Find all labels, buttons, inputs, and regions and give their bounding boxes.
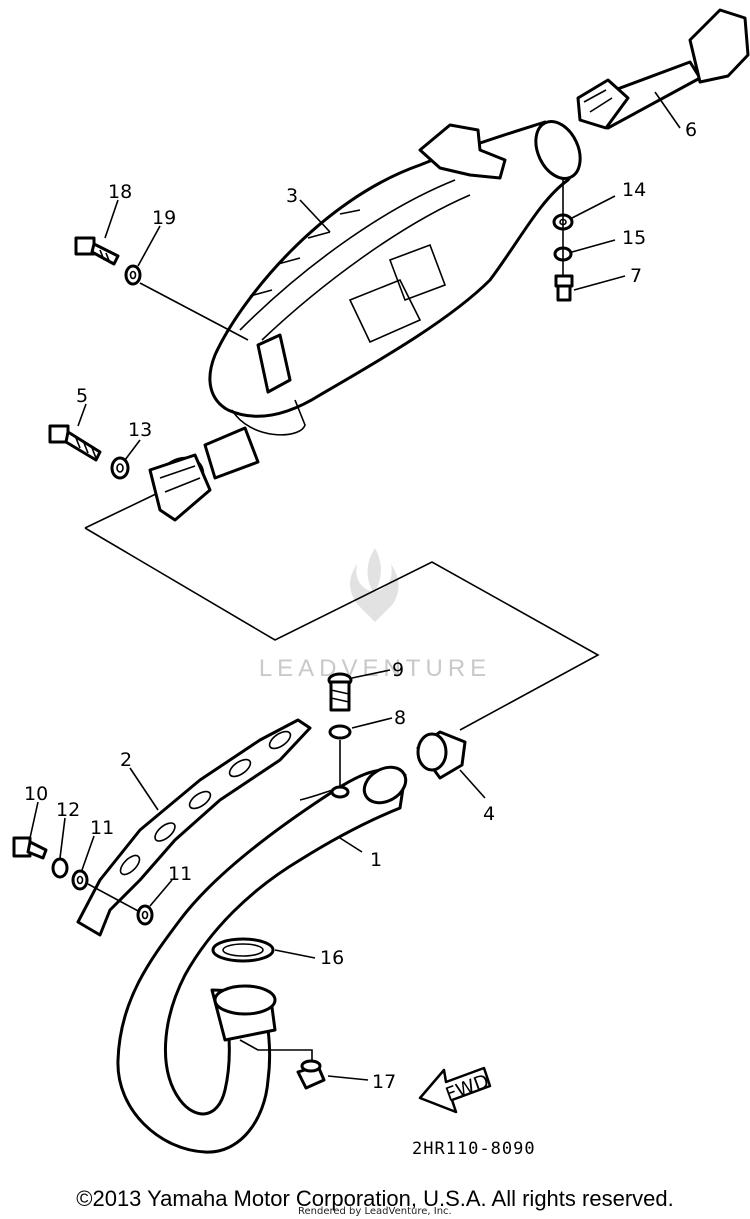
pipe-boss [330,785,350,799]
washer-13 [110,456,130,480]
fwd-arrow-icon: FWD [418,1066,492,1114]
watermark-text: LEADVENTURE [259,655,491,682]
reference-code: 2HR110-8090 [412,1139,536,1159]
assembly-line-17 [239,1039,313,1062]
gasket-16 [211,937,275,963]
callout-14: 14 [622,179,646,201]
muffler-bracket [418,123,507,180]
callout-13: 13 [128,419,152,441]
callout-16: 16 [320,947,344,969]
washer-11-inner [136,904,154,926]
callout-1: 1 [370,849,382,871]
bolt-5 [48,424,102,462]
nut-17 [296,1059,326,1090]
callout-11-lower: 11 [168,863,192,885]
assembly-frame [84,491,600,731]
callout-7: 7 [630,265,642,287]
leadventure-watermark: LEADVENTURE [259,548,491,682]
callout-19: 19 [152,207,176,229]
nut-12 [51,857,69,879]
callout-4: 4 [483,803,495,825]
callout-2: 2 [120,749,132,771]
callout-15: 15 [622,227,646,249]
callout-11-upper: 11 [90,817,114,839]
assembly-line-19 [139,282,249,341]
callout-8: 8 [394,707,406,729]
copyright-notice: ©2013 Yamaha Motor Corporation, U.S.A. A… [76,1186,674,1211]
leader-lines [29,91,681,1081]
callout-5: 5 [76,385,88,407]
fwd-label: FWD [443,1070,492,1106]
callout-12: 12 [56,799,80,821]
muffler-inlet [148,426,260,522]
flame-logo-icon [350,548,399,622]
gasket-4 [416,730,467,780]
callout-18: 18 [108,181,132,203]
assembly-line-11 [87,883,141,913]
exhaust-parts-diagram: LEADVENTURE [12,8,750,1159]
inlet-clamp [148,453,212,522]
tail-pipe [576,8,750,130]
callout-9: 9 [392,659,404,681]
callout-3: 3 [286,185,298,207]
washer-19 [124,264,142,286]
callout-6: 6 [685,119,697,141]
callout-10: 10 [24,783,48,805]
exhaust-pipe [116,765,408,1154]
heat-protector [76,718,312,937]
rendered-by-text: Rendered by LeadVenture, Inc. [298,1206,452,1217]
bolt-9 [327,672,353,712]
washer-11-outer [71,869,89,891]
muffler [208,120,582,436]
bolt-18 [74,236,120,266]
callout-17: 17 [372,1071,396,1093]
washer-8 [328,724,352,740]
bolt-10 [12,836,48,860]
bolt-7 [554,274,574,302]
